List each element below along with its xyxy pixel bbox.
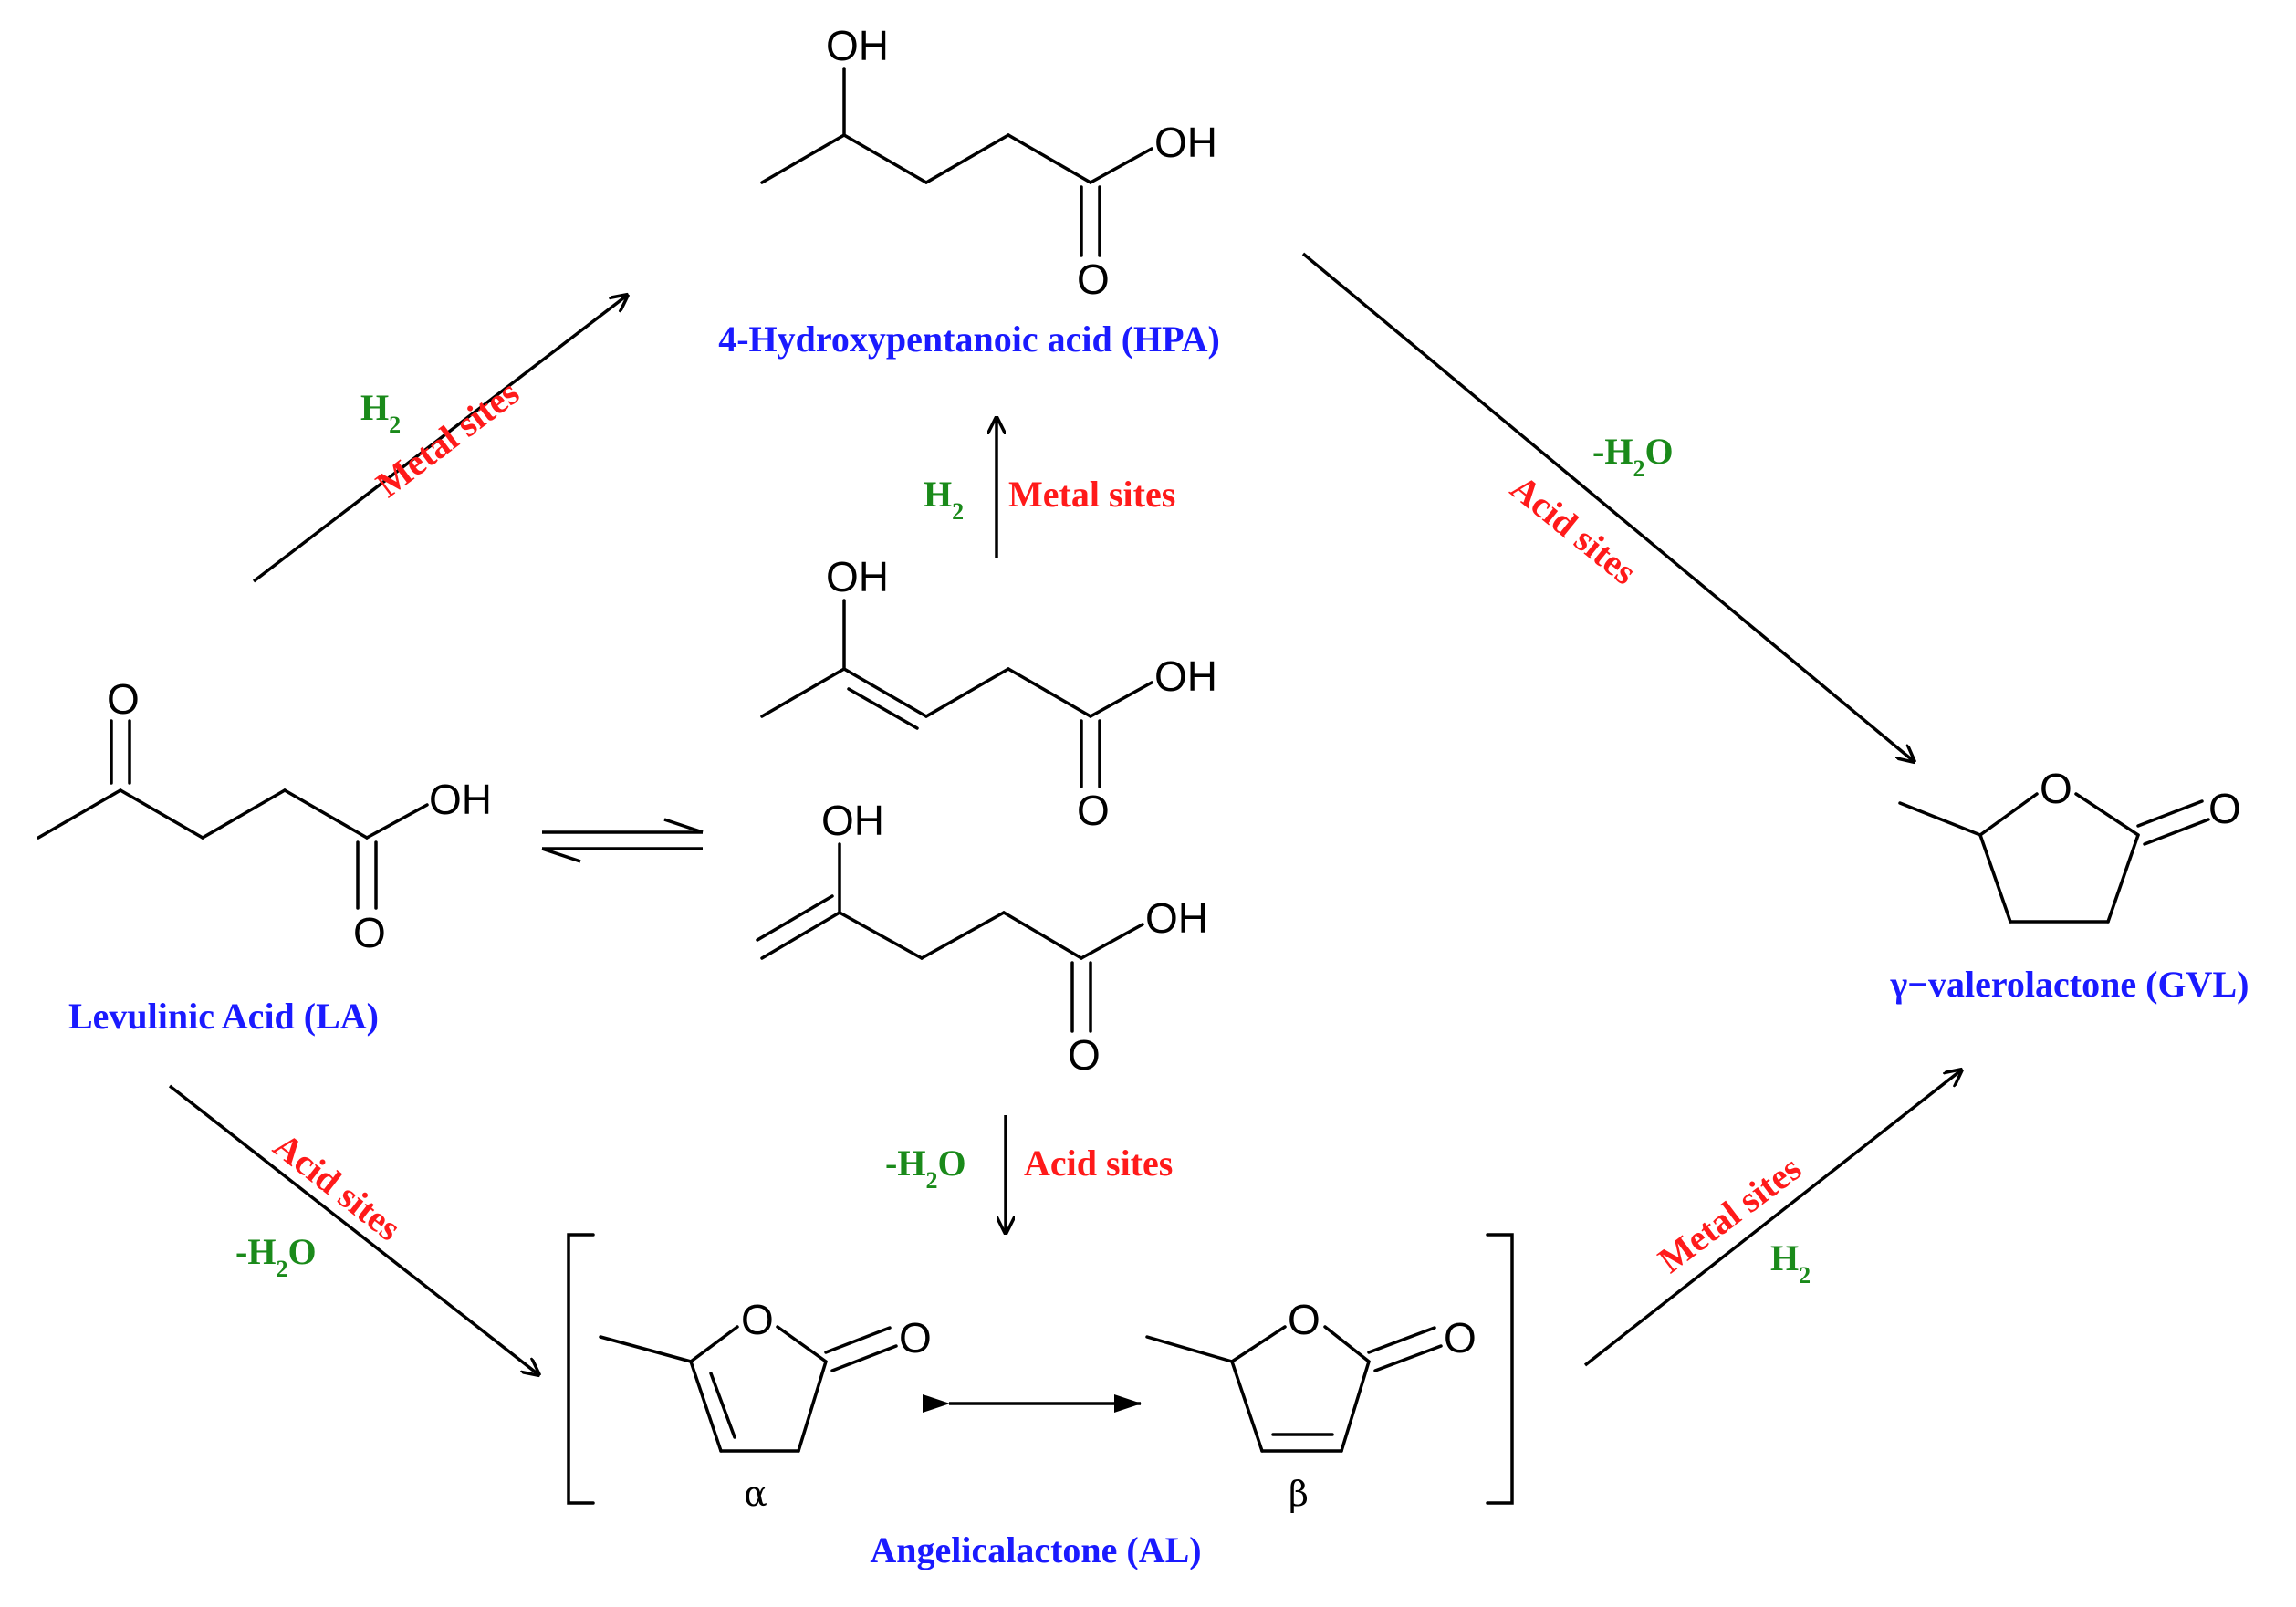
beta-angelicalactone-structure: O O: [1145, 1296, 1477, 1453]
la-al-water-sub: 2: [276, 1256, 287, 1282]
al-name: Angelicalactone (AL): [870, 1529, 1201, 1570]
arrow-la-to-hpa: [252, 295, 628, 583]
al-bracket-left: [567, 1233, 595, 1505]
enol-carbonyl-o-label: O: [1077, 787, 1110, 834]
gvl-structure: O O: [1898, 765, 2241, 924]
exo-enol-carbonyl-o-label: O: [1068, 1031, 1101, 1079]
la-hpa-metal-sites-label: Metal sites: [369, 371, 527, 505]
gvl-ring-o-label: O: [2040, 765, 2072, 812]
enol-acid-oh-label: OH: [1154, 652, 1217, 700]
la-hpa-h2-base: H: [360, 387, 389, 428]
alpha-carbonyl-o-label: O: [899, 1314, 932, 1362]
exo-enol-acid-oh-label: OH: [1145, 894, 1208, 942]
enol-al-water-sub: 2: [925, 1167, 937, 1194]
enol-al-water-label: -H2O: [885, 1143, 966, 1194]
enol-hpa-h2-label: H2: [924, 474, 964, 525]
la-al-acid-sites-label: Acid sites: [266, 1124, 408, 1248]
arrow-hpa-to-gvl: [1301, 252, 1915, 762]
alpha-label: α: [744, 1474, 767, 1514]
la-ketone-o-label: O: [107, 675, 140, 723]
enol-hpa-h2-sub: 2: [952, 498, 964, 525]
la-hpa-metal-sites-group: Metal sites: [369, 371, 527, 505]
al-bracket-right: [1486, 1233, 1514, 1505]
la-hpa-h2-label: H2: [360, 387, 401, 438]
alpha-angelicalactone-structure: O O: [599, 1296, 932, 1453]
hpa-name: 4-Hydroxypentanoic acid (HPA): [718, 318, 1220, 360]
hpa-hydroxyl-label: OH: [826, 22, 889, 69]
beta-label: β: [1289, 1474, 1309, 1514]
beta-ring-o-label: O: [1288, 1296, 1320, 1343]
la-carbonyl-o-label: O: [353, 909, 386, 956]
al-gvl-h2-sub: 2: [1799, 1262, 1811, 1289]
enol-al-water-post: O: [937, 1143, 965, 1184]
la-al-water-post: O: [287, 1231, 316, 1272]
enol-al-acid-sites-label: Acid sites: [1024, 1143, 1173, 1184]
hpa-gvl-acid-sites-group: Acid sites: [1503, 467, 1644, 593]
al-gvl-h2-base: H: [1770, 1237, 1799, 1278]
la-structure: O OH O: [37, 675, 492, 956]
hpa-gvl-water-post: O: [1644, 431, 1673, 472]
alpha-ring-o-label: O: [741, 1296, 774, 1343]
la-acid-oh-label: OH: [429, 776, 492, 823]
exo-enol-structure: OH OH O: [756, 797, 1208, 1079]
enol-hpa-metal-sites-label: Metal sites: [1008, 474, 1175, 515]
la-al-water-pre: -H: [235, 1231, 276, 1272]
la-name: Levulinic Acid (LA): [68, 996, 379, 1037]
al-gvl-h2-label: H2: [1770, 1237, 1811, 1289]
enol-structure: OH OH O: [760, 553, 1217, 834]
arrow-la-to-al: [168, 1084, 539, 1375]
hpa-structure: OH OH O: [760, 22, 1217, 303]
hpa-gvl-water-pre: -H: [1592, 431, 1633, 472]
equilibrium-arrows: [541, 818, 704, 863]
enol-al-water-pre: -H: [885, 1143, 925, 1184]
arrow-al-to-gvl: [1583, 1070, 1962, 1367]
gvl-name: γ−valerolactone (GVL): [1890, 964, 2249, 1005]
hpa-carbonyl-o-label: O: [1077, 256, 1110, 303]
hpa-gvl-water-label: -H2O: [1592, 431, 1674, 482]
exo-enol-hydroxyl-label: OH: [821, 797, 884, 844]
enol-hydroxyl-label: OH: [826, 553, 889, 600]
hpa-acid-oh-label: OH: [1154, 119, 1217, 166]
gvl-carbonyl-o-label: O: [2208, 785, 2241, 832]
la-hpa-h2-sub: 2: [389, 412, 401, 438]
enol-hpa-h2-base: H: [924, 474, 952, 515]
hpa-gvl-water-sub: 2: [1633, 455, 1644, 482]
la-al-water-label: -H2O: [235, 1231, 317, 1282]
beta-carbonyl-o-label: O: [1444, 1314, 1477, 1362]
hpa-gvl-acid-sites-label: Acid sites: [1503, 467, 1644, 593]
la-al-acid-sites-group: Acid sites: [266, 1124, 408, 1248]
